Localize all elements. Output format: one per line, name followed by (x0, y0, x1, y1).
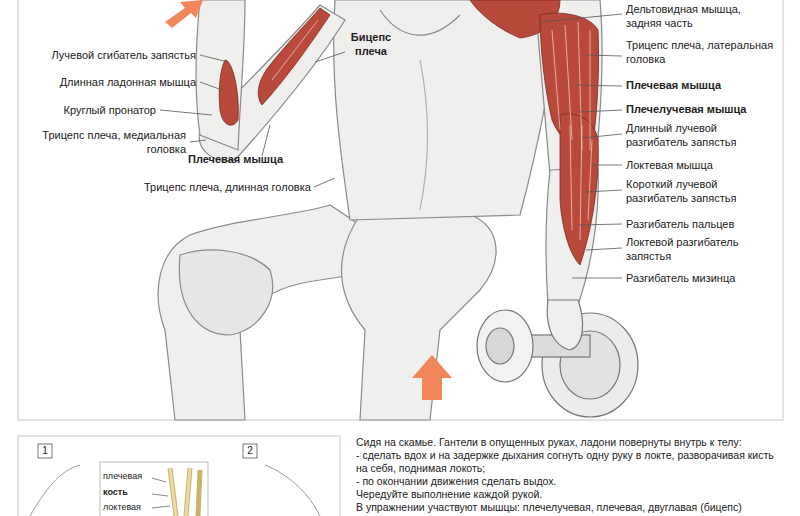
muscle-label: Разгибатель пальцев (626, 217, 776, 231)
muscle-label: Круглый пронатор (30, 103, 156, 117)
muscle-label: Разгибатель мизинца (626, 271, 776, 285)
muscles (219, 0, 598, 265)
muscle-label: Трицепс плеча, длинная головка (144, 180, 316, 194)
muscle-label: Локтевой разгибатель запястья (626, 235, 776, 263)
muscle-label: Короткий лучевой разгибатель запястья (626, 177, 776, 205)
callout-number: 2 (243, 444, 257, 457)
muscle-label: Бицепс плеча (343, 30, 399, 58)
dumbbell (477, 300, 638, 417)
instruction-text: - сделать вдох и на задержке дыхания сог… (356, 449, 788, 475)
body-figure (158, 0, 602, 420)
leader-line (160, 14, 622, 278)
muscle-label: Длинная ладонная мышца (40, 75, 196, 89)
instruction-text: Чередуйте выполнение каждой рукой. (356, 488, 796, 501)
callout-number: 1 (38, 444, 52, 457)
muscle-label: Дельтовидная мышца, задняя часть (626, 2, 776, 30)
muscle-label: Плечелучевая мышца (626, 102, 776, 116)
inset-label: кость (103, 486, 153, 498)
instruction-text: В упражнении участвуют мышцы: плечелучев… (356, 501, 796, 514)
instruction-text: - по окончании движения сделать выдох. (356, 475, 796, 488)
instruction-text: Сидя на скамье. Гантели в опущенных рука… (356, 436, 796, 449)
muscle-label: Трицепс плеча, латеральная головка (626, 38, 776, 66)
muscle-label: Локтевая мышца (626, 158, 776, 172)
frame (18, 0, 783, 420)
muscle-label: Лучевой сгибатель запястья (40, 48, 196, 62)
muscle-label: Трицепс плеча, медиальная головка (30, 128, 186, 156)
inset-label: плечевая (103, 470, 153, 482)
inset-panel (18, 436, 340, 516)
muscle-label: Плечевая мышца (626, 78, 776, 92)
inset-label: локтевая (103, 501, 153, 513)
muscle-label: Длинный лучевой разгибатель запястья (626, 121, 776, 149)
motion-arrow (165, 0, 452, 400)
muscle-fibres (272, 20, 592, 240)
muscle-label: Плечевая мышца (188, 152, 288, 166)
